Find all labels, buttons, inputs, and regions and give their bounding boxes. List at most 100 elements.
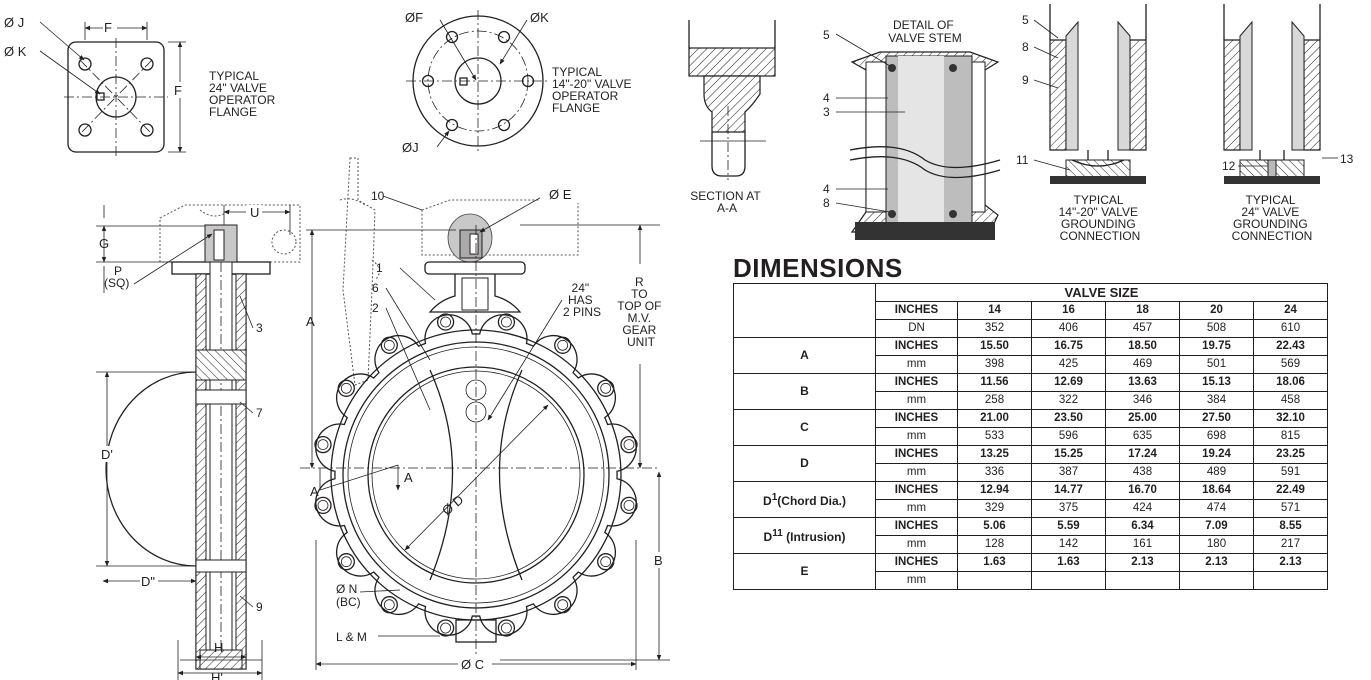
bolt-hole-inner xyxy=(317,439,329,451)
size-cell: 14 xyxy=(957,301,1032,320)
dim-label: D1(Chord Dia.) xyxy=(733,481,876,518)
flange-24-caption: TYPICAL 24" VALVE OPERATOR FLANGE xyxy=(209,69,279,119)
mm-value: 571 xyxy=(1252,499,1329,518)
mm-value: 384 xyxy=(1179,391,1254,410)
unit-mm: mm xyxy=(875,427,958,446)
r-note: R TO TOP OF M.V. GEAR UNIT xyxy=(617,275,665,349)
callout-8: 8 xyxy=(823,196,830,210)
inches-value: 12.69 xyxy=(1031,373,1106,392)
size-cell: 20 xyxy=(1179,301,1254,320)
section-a-label-right: A xyxy=(404,470,413,485)
callout-1: 1 xyxy=(376,261,383,275)
dim-label: A xyxy=(733,337,876,374)
flange-14-caption: TYPICAL 14"-20" VALVE OPERATOR FLANGE xyxy=(552,65,635,115)
inches-value: 22.43 xyxy=(1252,337,1329,356)
bolt-hole xyxy=(497,619,516,637)
inches-value: 15.50 xyxy=(957,337,1032,356)
stem-detail-caption: DETAIL OF VALVE STEM xyxy=(888,18,962,45)
bolt-hole-inner xyxy=(623,439,635,451)
inches-value: 18.50 xyxy=(1105,337,1180,356)
unit-mm: mm xyxy=(875,355,958,374)
mm-value: 322 xyxy=(1031,391,1106,410)
size-cell: 24 xyxy=(1252,301,1329,320)
unit-inches: INCHES xyxy=(875,445,958,464)
unit-inches: INCHES xyxy=(875,517,958,536)
dim-label: B xyxy=(733,373,876,410)
unit-mm: mm xyxy=(875,571,958,590)
callout-9-side: 9 xyxy=(256,600,263,614)
mm-value: 217 xyxy=(1252,535,1329,554)
mm-value: 533 xyxy=(957,427,1032,446)
h-prime-label: H' xyxy=(211,670,223,680)
dim-label: D xyxy=(733,445,876,482)
mm-value: 258 xyxy=(957,391,1032,410)
f-width-label: F xyxy=(104,20,112,35)
callout-6: 6 xyxy=(372,281,379,295)
grounding-24-view: 13 12 TYPICAL 24" VALVE GROUNDING CONNEC… xyxy=(1222,4,1354,243)
bolt-hole xyxy=(337,379,355,397)
inches-value: 23.25 xyxy=(1252,445,1329,464)
inches-value: 8.55 xyxy=(1252,517,1329,536)
inches-value: 12.94 xyxy=(957,481,1032,500)
bolt-hole-inner xyxy=(317,499,329,511)
lm-label: L & M xyxy=(336,630,367,644)
mm-value: 346 xyxy=(1105,391,1180,410)
unit-inches: INCHES xyxy=(875,409,958,428)
bolt-hole xyxy=(314,435,332,454)
bolt-hole xyxy=(314,496,332,515)
inches-value: 11.56 xyxy=(957,373,1032,392)
bolt-hole xyxy=(380,336,398,354)
corner-cell xyxy=(733,283,876,338)
callout-11: 11 xyxy=(1016,153,1029,167)
mm-value xyxy=(957,571,1032,590)
inches-value: 6.34 xyxy=(1105,517,1180,536)
bc-label: (BC) xyxy=(336,595,361,609)
inches-value: 18.64 xyxy=(1179,481,1254,500)
inches-value: 23.50 xyxy=(1031,409,1106,428)
callout-5-g: 5 xyxy=(1022,13,1029,27)
bolt-hole-inner xyxy=(623,499,635,511)
inches-value: 27.50 xyxy=(1179,409,1254,428)
inches-value: 2.13 xyxy=(1179,553,1254,572)
mm-value: 458 xyxy=(1252,391,1329,410)
callout-4: 4 xyxy=(823,91,830,105)
unit-mm: mm xyxy=(875,391,958,410)
mm-value: 398 xyxy=(957,355,1032,374)
mm-value xyxy=(1252,571,1329,590)
mm-value: 142 xyxy=(1031,535,1106,554)
mm-value: 474 xyxy=(1179,499,1254,518)
bolt-hole xyxy=(436,313,455,331)
unit-dn: DN xyxy=(875,319,958,338)
bolt-hole xyxy=(597,379,615,397)
unit-mm: mm xyxy=(875,499,958,518)
phi-d-label: Ø D xyxy=(439,492,466,518)
callout-7: 7 xyxy=(256,406,263,420)
phi-e-label: Ø E xyxy=(549,187,572,202)
valve-side-view: G P (SQ) U D' D" H H' 3 7 9 xyxy=(96,204,301,680)
bolt-hole xyxy=(620,496,638,515)
mm-value: 387 xyxy=(1031,463,1106,482)
valve-stem-detail: DETAIL OF VALVE STEM 5 4 3 4 8 xyxy=(823,18,1001,240)
a-label: A xyxy=(306,314,315,329)
dn-cell: 610 xyxy=(1252,319,1329,338)
inches-value: 1.63 xyxy=(1031,553,1106,572)
dn-cell: 457 xyxy=(1105,319,1180,338)
bolt-hole xyxy=(620,435,638,454)
inches-value: 5.59 xyxy=(1031,517,1106,536)
inches-value: 15.13 xyxy=(1179,373,1254,392)
bolt-hole-inner xyxy=(500,622,512,634)
inches-value: 19.24 xyxy=(1179,445,1254,464)
unit-mm: mm xyxy=(875,463,958,482)
inches-value: 1.63 xyxy=(957,553,1032,572)
mm-value: 425 xyxy=(1031,355,1106,374)
mm-value: 438 xyxy=(1105,463,1180,482)
bolt-hole-inner xyxy=(383,339,395,351)
